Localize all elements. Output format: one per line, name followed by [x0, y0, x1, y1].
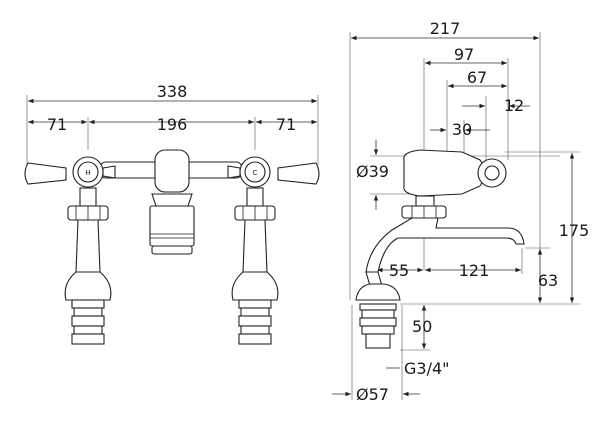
dimension-centres: 71 196 71 [28, 115, 317, 150]
dimension-total-height: 175 [400, 151, 590, 305]
dimension-overall-width: 338 [26, 82, 319, 165]
dimension-spout-reach: 55 121 [375, 248, 523, 290]
dimension-label-175: 175 [559, 221, 590, 240]
dimension-label-196: 196 [157, 115, 188, 134]
hot-indicator: H [85, 169, 90, 177]
cold-indicator: C [253, 169, 258, 177]
dimension-overall-depth: 217 [349, 19, 541, 300]
dimension-label-55: 55 [389, 261, 409, 280]
side-spout [365, 217, 525, 273]
dimension-label-thread: G3/4" [404, 359, 450, 378]
dimension-label-left-71: 71 [47, 115, 67, 134]
dimension-spout-reach-a: 67 [446, 68, 507, 160]
side-handle-head [403, 149, 489, 197]
dimension-handle-to-spout: 97 [423, 45, 509, 270]
left-valve: H [24, 156, 116, 345]
left-lever-handle [24, 162, 67, 185]
dimension-label-121: 121 [459, 261, 490, 280]
side-view: 217 97 67 12 30 [332, 19, 589, 404]
dimension-label-diameter-57: Ø57 [356, 385, 389, 404]
right-lever-handle [277, 162, 320, 185]
dimension-shank-length: 50 [400, 305, 432, 351]
front-view: 338 71 196 71 [24, 82, 320, 345]
bridge-body [99, 149, 243, 193]
front-spout [149, 193, 195, 255]
dimension-label-diameter-39: Ø39 [356, 162, 389, 181]
side-tap-body [355, 149, 525, 349]
dimension-label-217: 217 [430, 19, 461, 38]
dimension-label-67: 67 [467, 68, 487, 87]
dimension-label-338: 338 [157, 82, 188, 101]
right-valve: C [227, 156, 320, 345]
dimension-thread: G3/4" [386, 359, 450, 378]
dimension-handle-offset: 12 [462, 96, 530, 160]
dimension-label-63: 63 [538, 271, 558, 290]
dimension-label-30: 30 [452, 120, 472, 139]
dimension-label-97: 97 [454, 45, 474, 64]
dimension-flange-diameter: Ø57 [332, 305, 420, 404]
dimension-spout-height: 63 [525, 247, 558, 303]
dimension-label-12: 12 [504, 96, 524, 115]
dimension-label-50: 50 [412, 317, 432, 336]
dimension-label-right-71: 71 [276, 115, 296, 134]
